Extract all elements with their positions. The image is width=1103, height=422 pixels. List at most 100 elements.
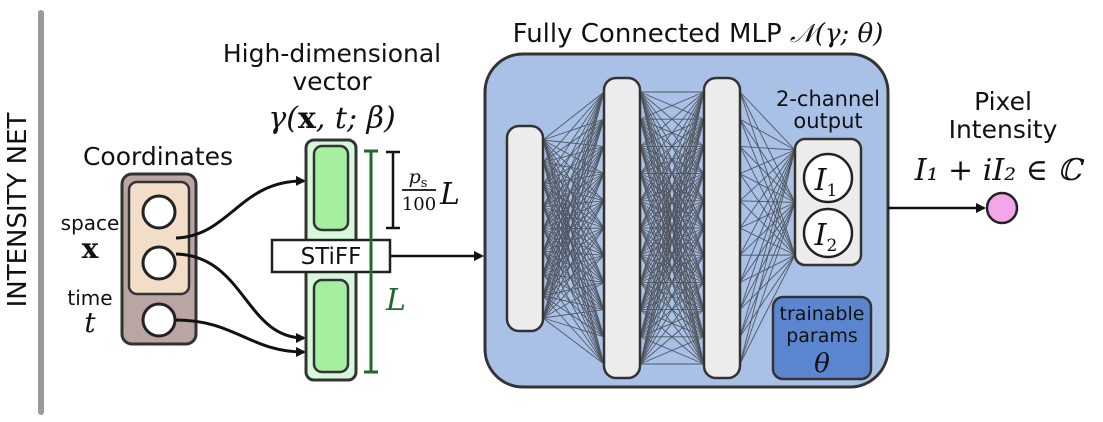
coordinate-connections	[175, 175, 306, 357]
mlp-connection-line	[739, 149, 796, 202]
time-node	[141, 302, 177, 338]
mlp-connection-line	[639, 254, 705, 365]
mlp-connection-line	[639, 91, 705, 202]
side-label: INTENSITY NET	[3, 112, 33, 307]
space-to-upper-curve	[175, 175, 306, 240]
mlp-connection-line	[739, 149, 796, 337]
vector-lower-segment	[312, 278, 350, 374]
mlp-connection-line	[542, 119, 605, 274]
mlp-connection-line	[739, 149, 796, 256]
mlp-connection-line	[739, 202, 796, 365]
mlp-connection-line	[739, 200, 796, 256]
length-bar	[364, 149, 378, 374]
mlp-connection-line	[542, 146, 605, 296]
mlp-connection-line	[542, 227, 605, 319]
mlp-connection-line	[739, 202, 796, 337]
space-node-2	[141, 245, 177, 281]
mlp-layer-hidden-1	[602, 76, 642, 380]
space-label: space	[61, 211, 120, 235]
mlp-connection-line	[542, 254, 605, 319]
vector-upper-segment	[312, 144, 350, 232]
mlp-connection-line	[542, 91, 605, 163]
mlp-layer-hidden-2	[702, 76, 742, 380]
mlp-connection-line	[739, 173, 796, 203]
mlp-connection-line	[542, 146, 605, 274]
mlp-connection-line	[542, 119, 605, 252]
mlp-connection-line	[542, 119, 605, 319]
trainable-line2: params	[786, 325, 858, 347]
fraction-L: L	[439, 177, 460, 212]
output-1-label: I1	[814, 163, 838, 201]
mlp-connection-line	[542, 317, 605, 338]
mlp-connection-line	[542, 173, 605, 274]
mlp-connection-line	[639, 173, 705, 365]
mlp-connection-line	[639, 336, 705, 365]
mlp-title: Fully Connected MLP 𝒩(γ; θ)	[513, 19, 884, 49]
mlp-connection-line	[542, 146, 605, 208]
mlp-connection-line	[739, 146, 796, 203]
space-symbol: x	[82, 232, 99, 265]
mlp-connection-line	[542, 173, 605, 296]
mlp-connection-line	[739, 173, 796, 256]
mlp-connection-line	[639, 227, 705, 365]
pixel-dot	[985, 191, 1019, 225]
mlp-connection-line	[542, 146, 605, 319]
mlp-connection-line	[542, 91, 605, 252]
mlp-connection-line	[542, 146, 605, 230]
mlp-connections	[542, 91, 796, 365]
mlp-connection-line	[542, 309, 605, 319]
fraction-numerator: ps	[409, 166, 428, 191]
mlp-connection-line	[739, 91, 796, 256]
mlp-connection-line	[542, 91, 605, 185]
pixel-title-line2: Intensity	[949, 115, 1058, 144]
output-2-label: I2	[814, 218, 838, 256]
mlp-connection-line	[542, 119, 605, 296]
side-divider	[38, 10, 44, 415]
percent-bracket	[386, 150, 400, 230]
mlp-connection-line	[639, 91, 705, 174]
mlp-connection-line	[639, 119, 705, 365]
mlp-connection-line	[639, 282, 705, 365]
coordinates-title: Coordinates	[83, 142, 233, 171]
mlp-connection-line	[739, 145, 796, 151]
mlp-connection-line	[739, 91, 796, 151]
mlp-connection-line	[639, 91, 705, 147]
mlp-connection-line	[739, 149, 796, 365]
mlp-connection-line	[739, 149, 796, 229]
mlp-connection-line	[739, 254, 796, 338]
mlp-connection-line	[639, 91, 705, 120]
output-node-1	[802, 152, 854, 204]
mlp-connection-line	[542, 200, 605, 319]
stiff-label: STiFF	[301, 244, 362, 270]
mlp-connection-line	[739, 118, 796, 151]
mlp-connection-line	[639, 146, 705, 365]
mlp-connection-line	[639, 91, 705, 310]
output-node-2	[802, 207, 854, 259]
mlp-connection-line	[542, 91, 605, 230]
mlp-connection-line	[739, 118, 796, 203]
mlp-connection-line	[542, 91, 605, 141]
mlp-connection-line	[542, 91, 605, 207]
mlp-connection-line	[639, 200, 705, 365]
mlp-connection-line	[639, 91, 705, 283]
output-title-line1: 2-channel	[776, 87, 880, 111]
mlp-connection-line	[739, 149, 796, 283]
mlp-connection-line	[542, 173, 605, 230]
time-label: time	[67, 286, 112, 310]
mlp-connection-line	[542, 282, 605, 319]
mlp-connection-line	[639, 91, 705, 337]
mlp-connection-line	[739, 254, 796, 365]
time-to-lower-curve	[175, 318, 306, 357]
mlp-connection-line	[739, 119, 796, 256]
mlp-connection-line	[542, 146, 605, 252]
space-to-lower-curve	[175, 252, 306, 343]
space-node-1	[141, 194, 177, 230]
pixel-title-line1: Pixel	[974, 87, 1032, 116]
mlp-connection-line	[542, 173, 605, 252]
mlp-connection-line	[739, 227, 796, 256]
vector-formula: γ(x, t; β)	[268, 101, 395, 136]
mlp-connection-line	[542, 317, 605, 365]
mlp-connection-line	[639, 91, 705, 365]
pixel-formula: I₁ + iI₂ ∈ ℂ	[914, 153, 1085, 188]
trainable-symbol: θ	[814, 349, 830, 379]
